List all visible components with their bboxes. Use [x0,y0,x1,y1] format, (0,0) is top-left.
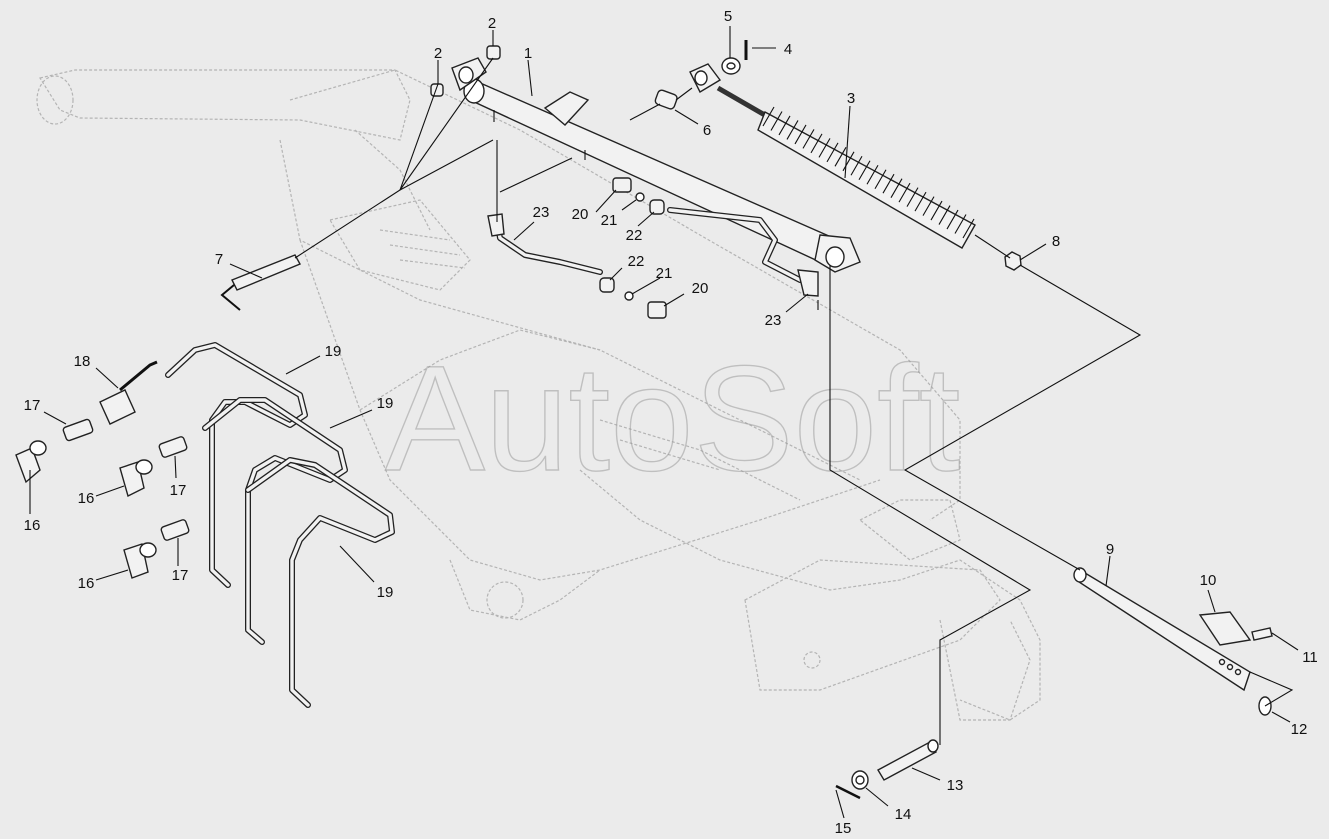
dust-cap-16-middle [119,459,153,498]
callout-16-left: 16 [24,517,41,534]
adapter-17-middle [158,436,188,458]
callout-21-lower: 21 [656,265,673,282]
watermark-text: AutoSoft [385,334,960,502]
callout-8: 8 [1052,233,1060,250]
pin-7 [220,254,301,311]
callout-5: 5 [724,8,732,25]
assembly-lines [294,57,1294,745]
washer-5 [721,57,741,75]
callout-19-bottom: 19 [377,584,394,601]
callout-6: 6 [703,122,711,139]
callout-3: 3 [847,90,855,107]
callout-12: 12 [1291,721,1308,738]
adapter-17-top [62,418,94,442]
dust-cap-16-top [15,440,47,484]
callout-20-lower: 20 [692,280,709,297]
fitting-21-upper [635,192,645,202]
callout-10: 10 [1200,572,1217,589]
ball-valve-18 [99,360,158,425]
hydraulic-pipe-19-top [165,342,308,588]
callout-23-lower: 23 [765,312,782,329]
dust-cap-16-bottom [123,542,157,579]
fitting-22-lower [599,277,615,293]
callout-18: 18 [74,353,91,370]
callout-17-middle: 17 [170,482,187,499]
bushing-left [430,83,444,97]
callout-16-middle: 16 [78,490,95,507]
nut-8 [1004,251,1022,271]
callout-15: 15 [835,820,852,837]
hose-line-lower [487,213,603,275]
callout-17-top: 17 [24,397,41,414]
callout-13: 13 [947,777,964,794]
fitting-21-lower [624,291,634,301]
stabilizer-bar-9 [1073,567,1251,692]
callout-22-lower: 22 [628,253,645,270]
hose-line-upper [667,207,819,297]
callout-7: 7 [215,251,223,268]
cotter-pin-15 [835,784,861,800]
callout-4: 4 [784,41,792,58]
callout-20-upper: 20 [572,206,589,223]
callout-17-bottom: 17 [172,567,189,584]
fitting-20-upper [612,177,632,193]
hydraulic-pipe-19-middle [202,397,348,645]
spring-assembly [689,63,976,249]
bushing-right [486,45,501,60]
hydraulic-pipe-19-bottom [245,457,395,708]
callout-2-left: 2 [434,45,442,62]
fitting-20-lower [647,301,667,319]
callout-16-bottom: 16 [78,575,95,592]
callout-19-top: 19 [325,343,342,360]
bolt-11 [1251,627,1273,641]
callout-leaders [29,26,1299,819]
callout-2-right: 2 [488,15,496,32]
adapter-17-bottom [160,519,190,541]
callout-11: 11 [1302,649,1318,666]
fitting-22-upper [649,199,665,215]
spacer-6 [654,89,678,110]
callout-9: 9 [1106,541,1114,558]
callout-labels: 1 2 2 3 4 5 6 7 8 9 10 11 12 13 14 15 16… [24,8,1318,837]
hydraulic-cylinder [451,57,861,273]
callout-23-upper: 23 [533,204,550,221]
callout-1: 1 [524,45,532,62]
washer-14 [851,770,869,790]
callout-14: 14 [895,806,912,823]
callout-21-upper: 21 [601,212,618,229]
ghost-frame-outline [36,69,1041,721]
callout-19-middle: 19 [377,395,394,412]
pin-13 [877,739,939,781]
bracket-10 [1198,611,1252,646]
callout-22-upper: 22 [626,227,643,244]
